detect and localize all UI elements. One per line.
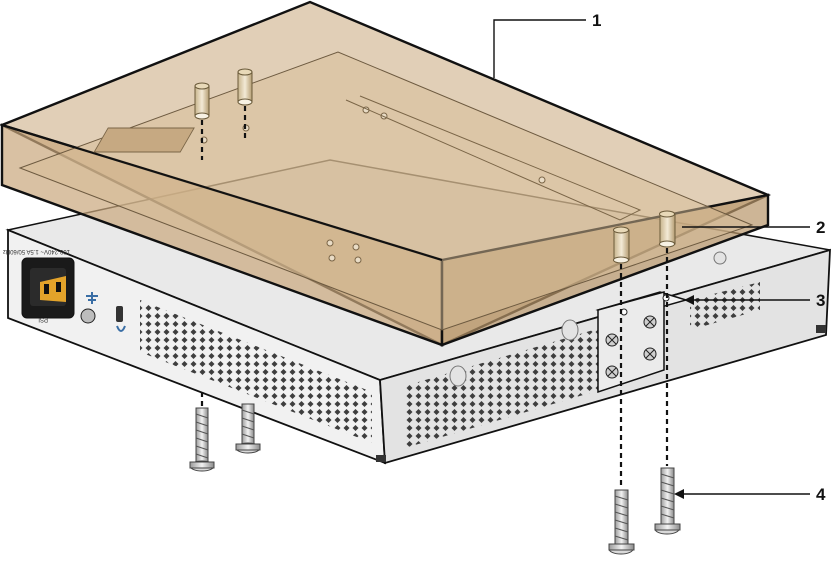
foot [816,325,826,333]
bracket-screws [605,315,657,379]
console-icon [116,325,126,332]
standoff [194,82,210,120]
usb-port [116,306,123,322]
power-label: PSI [38,316,48,322]
vent-grid-side-1 [405,328,600,448]
foot [376,455,386,462]
side-hole [561,319,579,341]
callout-2: 2 [682,218,825,237]
standoff [237,68,253,106]
standoff [613,226,630,264]
side-hole [713,251,727,265]
screws [189,403,681,555]
callout-2-label: 2 [816,218,825,237]
callout-4: 4 [674,485,826,504]
callout-3-label: 3 [816,291,825,310]
vent-grid-rear [140,300,372,443]
power-inlet [21,257,75,319]
callout-3: 3 [684,291,825,310]
vent-grid-side-2 [690,282,760,330]
callout-1-label: 1 [592,11,601,30]
rating-text: 100-240V~ 1.5A 50/60Hz [3,248,70,254]
screw [235,403,261,454]
screw [654,467,681,535]
side-hole [449,365,467,387]
screw [608,489,635,555]
standoffs [194,68,676,264]
standoff [659,210,676,248]
shelf [0,0,771,347]
screw [189,407,215,472]
callout-1: 1 [493,11,601,78]
callout-4-label: 4 [816,485,826,504]
ground-screw [80,308,96,324]
ground-icon [86,292,98,304]
